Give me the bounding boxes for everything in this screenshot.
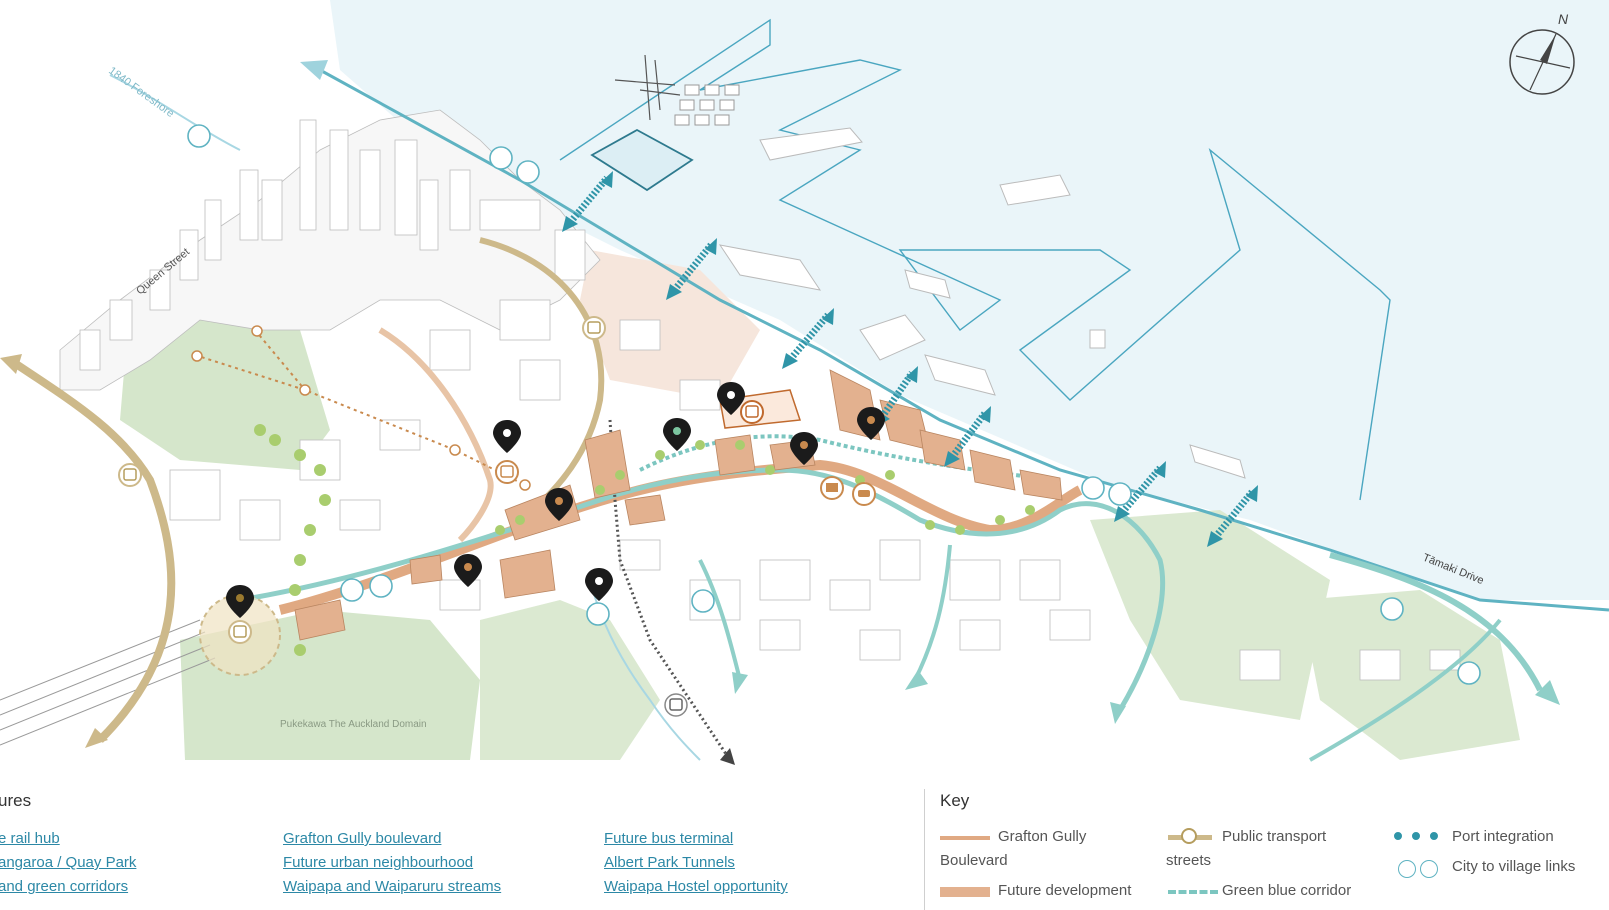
link-quay-park[interactable]: angaroa / Quay Park xyxy=(0,854,137,871)
grafton-gully-swatch xyxy=(940,836,990,840)
key-streets: streets xyxy=(1166,852,1212,869)
arrow-northwest xyxy=(300,60,328,80)
wharf-building-3 xyxy=(718,244,822,291)
wharf-box xyxy=(590,128,694,192)
trees xyxy=(254,424,1035,656)
precinct-map: N 1840 Foreshore Queen Street Tāmaki Dri… xyxy=(0,0,1609,765)
key-grafton-gully: Grafton Gully xyxy=(998,828,1087,845)
arrow-rail xyxy=(720,748,735,765)
port-integration-swatch xyxy=(1394,832,1438,840)
walk-cycle-icons xyxy=(187,124,1481,685)
map-pins xyxy=(226,382,885,618)
pin-2 xyxy=(454,554,482,587)
pin-rail-hub xyxy=(226,585,254,618)
compass-rose xyxy=(1509,29,1575,95)
wharf-building-2 xyxy=(999,174,1071,206)
car-icon xyxy=(852,482,876,506)
green-blue-swatch xyxy=(1168,890,1218,894)
container-stacks xyxy=(674,84,740,126)
wharf-building-4 xyxy=(859,314,926,361)
bus-icon-3 xyxy=(228,620,252,644)
key-green-blue-corridor: Green blue corridor xyxy=(1222,882,1352,899)
green-blue-south-1 xyxy=(913,544,952,681)
truck-icon xyxy=(820,476,844,500)
legend-divider xyxy=(924,789,925,910)
link-albert-park-tunnels[interactable]: Albert Park Tunnels xyxy=(604,854,735,871)
label-auckland-domain: Pukekawa The Auckland Domain xyxy=(280,719,427,730)
north-label: N xyxy=(1558,11,1569,27)
arrow-southeast xyxy=(1535,680,1560,705)
arrow-south-1 xyxy=(905,670,928,690)
pin-4 xyxy=(545,488,573,521)
link-bus-terminal[interactable]: Future bus terminal xyxy=(604,830,734,847)
cycle-icon xyxy=(1420,860,1438,878)
wharf-building-8 xyxy=(1089,329,1106,349)
key-future-development: Future development xyxy=(998,882,1132,899)
bus-icon-4 xyxy=(740,400,764,424)
arrow-southwest xyxy=(85,728,108,748)
key-port-integration: Port integration xyxy=(1452,828,1554,845)
pin-9 xyxy=(857,407,885,440)
link-waipapa-hostel[interactable]: Waipapa Hostel opportunity xyxy=(604,878,788,895)
wharf-building-1 xyxy=(759,127,863,161)
tunnel-nodes xyxy=(191,325,531,491)
foreshore-line xyxy=(109,74,241,151)
grafton-gully-route xyxy=(378,327,494,543)
link-grafton-gully[interactable]: Grafton Gully boulevard xyxy=(283,830,442,847)
public-transport-loop xyxy=(479,237,605,523)
pin-6 xyxy=(663,418,691,451)
link-green-corridors[interactable]: and green corridors xyxy=(0,878,129,895)
key-title: Key xyxy=(940,791,970,810)
quay-park-area xyxy=(580,250,760,400)
link-rail-hub[interactable]: e rail hub xyxy=(0,830,60,847)
link-waipapa-streams[interactable]: Waipapa and Waiparuru streams xyxy=(283,878,502,895)
albert-park-tunnels xyxy=(194,329,526,486)
domain-green-2 xyxy=(480,600,660,760)
walk-icon xyxy=(1398,860,1416,878)
link-urban-neighbourhood[interactable]: Future urban neighbourhood xyxy=(283,854,474,871)
future-development-swatch xyxy=(940,887,990,897)
pin-5 xyxy=(585,568,613,601)
green-blue-southeast xyxy=(1329,552,1543,692)
wharf-building-5 xyxy=(924,354,996,396)
rail-icon xyxy=(495,460,519,484)
wharf-building-6 xyxy=(1189,444,1246,479)
arrow-west xyxy=(0,354,22,374)
pin-7 xyxy=(717,382,745,415)
crane-icon xyxy=(614,54,681,121)
key-city-village-links: City to village links xyxy=(1452,858,1576,875)
public-transport-west xyxy=(7,356,176,743)
bus-icon-2 xyxy=(582,316,606,340)
bus-icon-1 xyxy=(118,463,142,487)
pin-3 xyxy=(493,420,521,453)
city-buildings xyxy=(59,109,1461,681)
wharf-outline xyxy=(559,18,1391,501)
green-blue-southeast-2 xyxy=(1309,618,1502,762)
arrow-south-2 xyxy=(732,672,748,694)
port-integration-arrows xyxy=(565,175,1255,543)
arrow-south-3 xyxy=(1110,702,1126,724)
waterfront-edge-line xyxy=(319,68,1609,612)
public-transport-bus-icon xyxy=(1181,828,1197,844)
wharf-building-7 xyxy=(904,269,951,299)
pin-8 xyxy=(790,432,818,465)
green-blue-south-2 xyxy=(698,559,742,681)
features-title: ures xyxy=(0,791,32,810)
legend-panel: ures e rail hub angaroa / Quay Park and … xyxy=(0,775,1609,910)
tamaki-green xyxy=(1300,590,1520,760)
train-icon xyxy=(664,693,688,717)
key-public-transport: Public transport xyxy=(1222,828,1327,845)
key-boulevard: Boulevard xyxy=(940,852,1008,869)
